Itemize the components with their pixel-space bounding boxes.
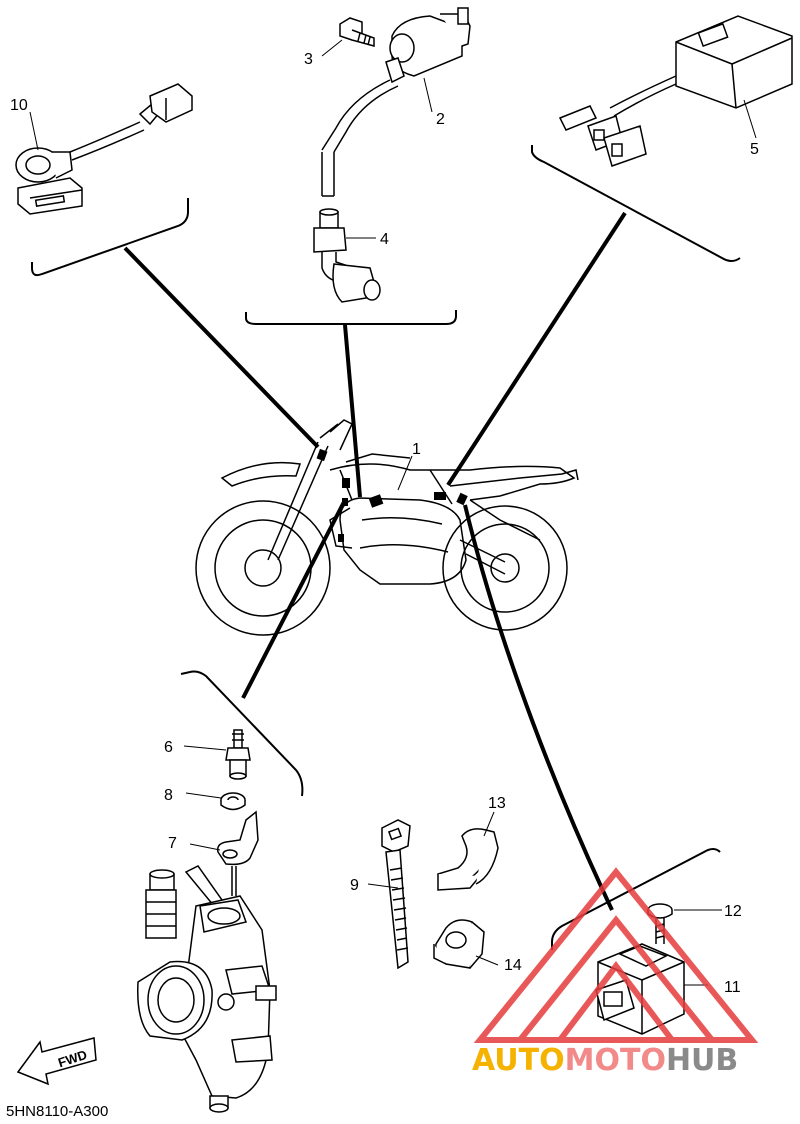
watermark-logo: AUTOMOTOHUB [472, 867, 759, 1078]
part-14-holder-icon [433, 919, 485, 969]
part-label-13: 13 [488, 795, 506, 812]
part-label-2: 2 [436, 111, 445, 128]
watermark-triangle-icon [473, 867, 759, 1043]
callout-leaders [123, 211, 627, 911]
part-label-12: 12 [724, 903, 742, 920]
part-label-6: 6 [164, 739, 173, 756]
part-label-14: 14 [504, 957, 522, 974]
diagram-code: 5HN8110-A300 [6, 1103, 108, 1120]
part-number-labels: 10 2 3 4 5 1 6 8 7 9 13 14 12 11 [10, 51, 759, 996]
part-label-9: 9 [350, 877, 359, 894]
part-3-bolt-icon [339, 17, 375, 47]
svg-text:AUTOMOTOHUB: AUTOMOTOHUB [472, 1043, 738, 1078]
part-label-4: 4 [380, 231, 389, 248]
part-4-plug-cap-icon [313, 208, 381, 303]
watermark-hub: HUB [666, 1043, 738, 1078]
part-label-8: 8 [164, 787, 173, 804]
part-8-washer-icon [220, 792, 246, 811]
part-5-cdi-unit-icon [558, 15, 793, 167]
callout-brackets [31, 145, 741, 950]
part-10-sensor-icon [15, 83, 193, 215]
carburetor-icon [137, 865, 277, 1113]
part-label-3: 3 [304, 51, 313, 68]
part-label-5: 5 [750, 141, 759, 158]
motorcycle-outline [195, 419, 579, 636]
part-13-clamp-icon [437, 828, 499, 891]
part-label-7: 7 [168, 835, 177, 852]
bike-connector-markers [316, 448, 468, 542]
watermark-auto: AUTO [472, 1043, 565, 1078]
part-2-ignition-coil-icon [321, 7, 471, 197]
part-7-bracket-icon [216, 810, 259, 866]
part-label-10: 10 [10, 97, 28, 114]
part-label-11: 11 [724, 979, 741, 996]
part-leader-lines [29, 39, 757, 986]
part-label-1: 1 [412, 441, 421, 458]
watermark-moto: MOTO [565, 1043, 666, 1078]
part-9-cable-tie-icon [381, 819, 411, 970]
fwd-arrow-icon: FWD [16, 1037, 97, 1086]
part-6-fitting-icon [225, 729, 251, 780]
